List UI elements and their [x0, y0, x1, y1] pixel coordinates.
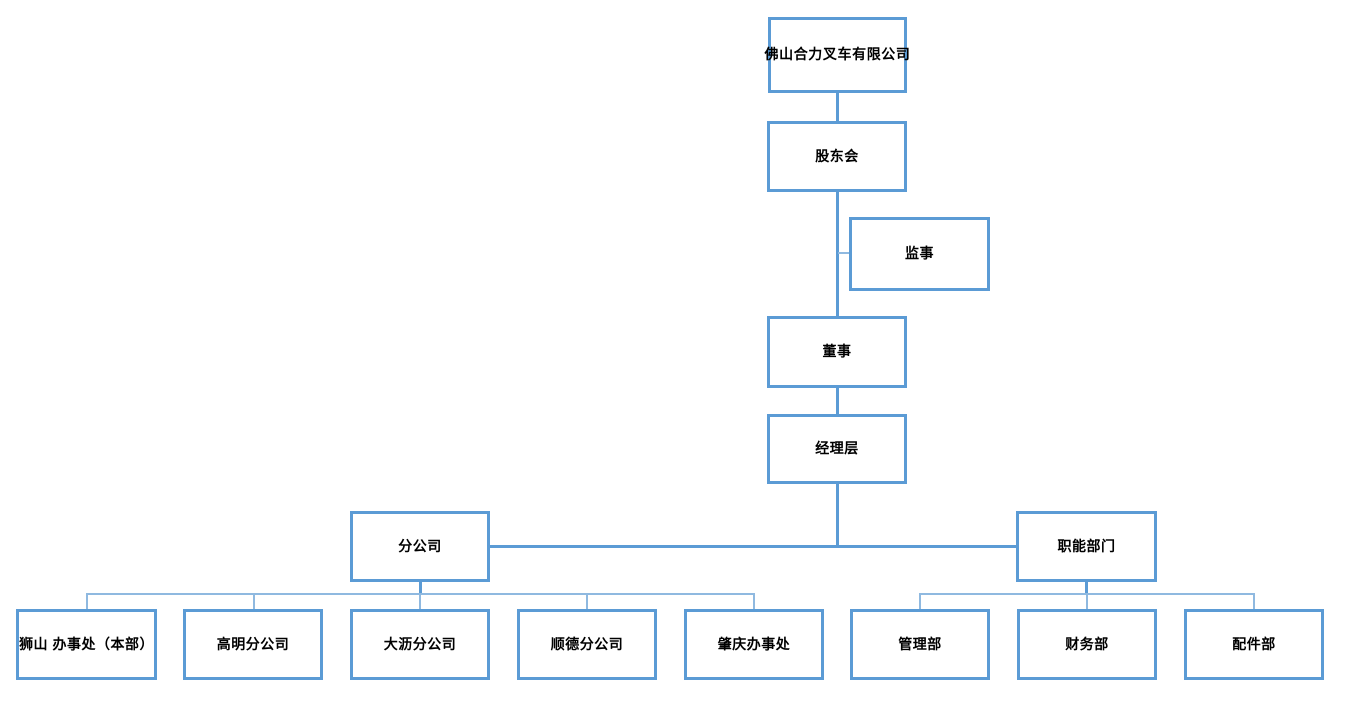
- connector-function-stub-0: [919, 593, 921, 610]
- node-branch-companies-label: 分公司: [398, 537, 442, 554]
- node-director[interactable]: 董事: [767, 316, 907, 388]
- node-branch-companies[interactable]: 分公司: [350, 511, 490, 582]
- node-supervisor[interactable]: 监事: [849, 217, 990, 291]
- connector-function-stub-1: [1086, 593, 1088, 610]
- connector-branch-stub-4: [753, 593, 755, 610]
- node-shareholders-meeting-label: 股东会: [815, 147, 859, 164]
- node-function-unit-0[interactable]: 管理部: [850, 609, 990, 680]
- connector-company-to-shareholders: [836, 93, 839, 121]
- node-function-unit-0-label: 管理部: [898, 635, 942, 652]
- node-branch-unit-0[interactable]: 狮山 办事处（本部）: [16, 609, 157, 680]
- node-function-unit-1-label: 财务部: [1065, 635, 1109, 652]
- connector-branch-stub-3: [586, 593, 588, 610]
- node-branch-unit-2[interactable]: 大沥分公司: [350, 609, 490, 680]
- connector-branch-stub-2: [419, 593, 421, 610]
- node-supervisor-label: 监事: [905, 245, 934, 262]
- connector-function-stub-2: [1253, 593, 1255, 610]
- connector-director-to-management: [836, 388, 839, 414]
- connector-branch-stub-0: [86, 593, 88, 610]
- node-branch-unit-3[interactable]: 顺德分公司: [517, 609, 657, 680]
- node-company[interactable]: 佛山合力叉车有限公司: [765, 17, 910, 93]
- node-branch-unit-1-label: 高明分公司: [216, 635, 290, 652]
- node-functional-departments-label: 职能部门: [1057, 537, 1116, 554]
- connector-shareholders-trunk: [836, 192, 839, 316]
- node-management-level[interactable]: 经理层: [767, 414, 907, 484]
- node-company-label: 佛山合力叉车有限公司: [764, 46, 911, 63]
- node-branch-unit-4-label: 肇庆办事处: [717, 635, 791, 652]
- node-branch-unit-1[interactable]: 高明分公司: [183, 609, 323, 680]
- node-shareholders-meeting[interactable]: 股东会: [767, 121, 907, 192]
- node-function-unit-1[interactable]: 财务部: [1017, 609, 1157, 680]
- connector-functions-drop: [1085, 582, 1088, 595]
- node-branch-unit-2-label: 大沥分公司: [383, 635, 457, 652]
- node-functional-departments[interactable]: 职能部门: [1016, 511, 1157, 582]
- connector-branch-stub-1: [253, 593, 255, 610]
- connector-mid-bus: [489, 545, 1017, 548]
- node-function-unit-2[interactable]: 配件部: [1184, 609, 1324, 680]
- connector-supervisor-stub: [838, 252, 850, 254]
- node-management-level-label: 经理层: [815, 440, 859, 457]
- node-branch-unit-4[interactable]: 肇庆办事处: [684, 609, 824, 680]
- connector-management-to-bus: [836, 484, 839, 546]
- node-branch-unit-3-label: 顺德分公司: [550, 635, 624, 652]
- node-function-unit-2-label: 配件部: [1232, 635, 1276, 652]
- node-branch-unit-0-label: 狮山 办事处（本部）: [19, 635, 154, 652]
- connector-branches-drop: [419, 582, 422, 595]
- node-director-label: 董事: [822, 343, 852, 360]
